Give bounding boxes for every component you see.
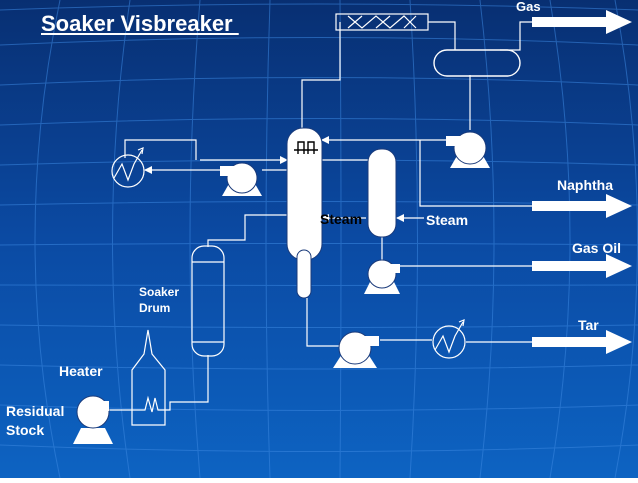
cooler-tar (432, 319, 466, 359)
label-steam-stripper: Steam (426, 212, 469, 228)
side-stripper (367, 148, 397, 238)
pump-pumparound (220, 162, 262, 196)
soaker-drum (191, 245, 225, 357)
label-steam-column: Steam (320, 211, 363, 227)
heater-coil (135, 355, 209, 413)
line-drum-to-column (207, 214, 287, 247)
label-tar: Tar (578, 317, 599, 333)
label-gas: Gas (516, 0, 541, 14)
line-condenser-to-drum (428, 21, 456, 50)
pump-feed (73, 395, 113, 444)
label-soaker-drum-2: Drum (139, 301, 171, 315)
cooler-pumparound (111, 147, 145, 188)
line-pumparound-return (124, 139, 197, 160)
diagram-title: Soaker Visbreaker (41, 11, 239, 36)
line-naphtha (419, 140, 532, 207)
line-overhead-vapor (301, 22, 341, 130)
label-naphtha: Naphtha (557, 177, 613, 193)
pump-tar (333, 331, 379, 368)
arrow-naphtha (532, 194, 632, 218)
label-gas-oil: Gas Oil (572, 240, 622, 256)
arrow-tar (532, 330, 632, 354)
product-arrows (532, 10, 632, 354)
process-lines (108, 21, 532, 413)
fractionator-column (286, 127, 323, 299)
pump-reflux (446, 131, 490, 168)
overhead-accumulator-drum (433, 49, 521, 77)
heater-furnace (131, 329, 166, 426)
label-heater: Heater (59, 363, 103, 379)
line-tar-bottoms (306, 298, 340, 347)
overhead-condenser (335, 13, 429, 31)
label-residual-stock-2: Stock (6, 422, 45, 438)
arrow-gas-oil (532, 254, 632, 278)
pump-gas-oil (364, 259, 400, 294)
arrow-gas (532, 10, 632, 34)
label-soaker-drum-1: Soaker (139, 285, 180, 299)
label-residual-stock-1: Residual (6, 403, 65, 419)
